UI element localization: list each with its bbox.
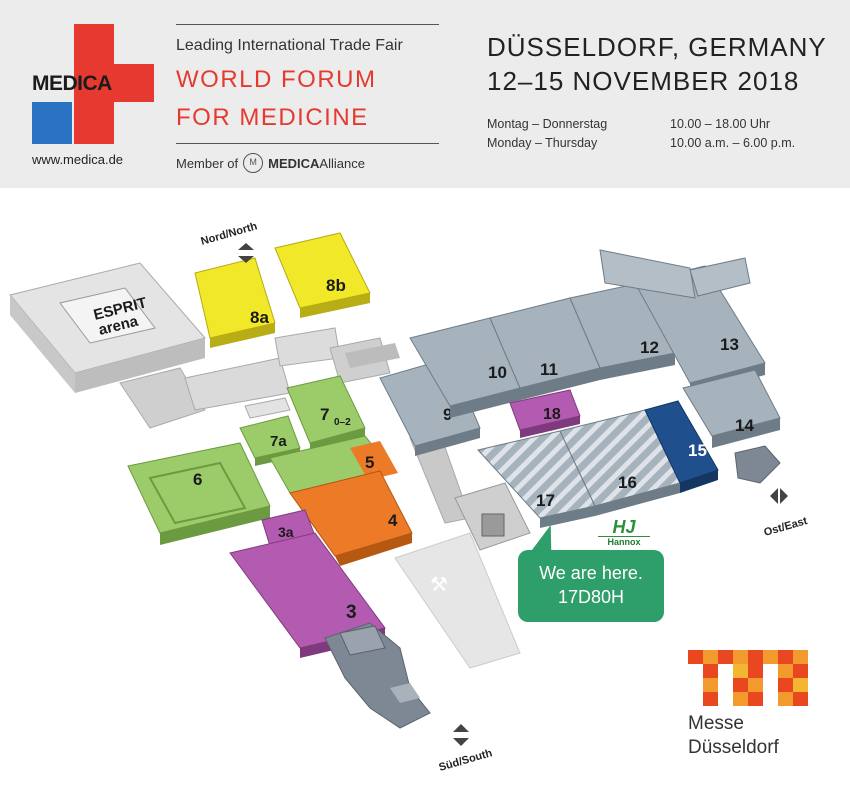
south-entrance[interactable] — [324, 622, 431, 729]
medica-logo[interactable]: MEDICA www.medica.de — [30, 24, 155, 174]
hannox-name: Hannox — [598, 536, 650, 547]
hall-10[interactable]: 10 — [409, 317, 521, 407]
hall-7a-label: 7a — [270, 433, 287, 450]
central-entrance[interactable] — [454, 482, 531, 551]
logo-blue-square — [32, 102, 72, 144]
event-city: DÜSSELDORF, GERMANY — [487, 32, 827, 62]
hall-9-label: 9 — [443, 405, 452, 424]
member-of: Member of M MEDICAAlliance — [176, 153, 365, 173]
booth-callout[interactable]: We are here. 17D80H — [518, 550, 664, 622]
exhibition-map: ESPRIT arena 8a 8b 7 0–2 7a 6 — [0, 188, 850, 790]
messe-name-line1: Messe — [688, 713, 744, 734]
forum-title-line2: FOR MEDICINE — [176, 104, 369, 131]
arrow-down-icon — [238, 256, 254, 263]
callout-booth-number: 17D80H — [557, 587, 625, 607]
tagline: Leading International Trade Fair — [176, 37, 403, 54]
construction-icon: ⚒ — [430, 572, 448, 596]
hall-12-label: 12 — [640, 338, 659, 357]
hall-8b-label: 8b — [326, 276, 346, 295]
walkway-7a — [244, 397, 291, 419]
hall-plan: ESPRIT arena 8a 8b 7 0–2 7a 6 — [9, 220, 810, 774]
hall-3a-label: 3a — [278, 524, 294, 540]
hall-6-label: 6 — [193, 470, 202, 489]
hall-15-label: 15 — [688, 441, 707, 460]
compass-north: Nord/North — [200, 220, 259, 263]
hall-11-label: 11 — [540, 360, 558, 379]
alliance-m-icon: M — [243, 153, 264, 173]
compass-east: Ost/East — [763, 488, 810, 539]
forum-title-line1: WORLD FORUM — [176, 66, 377, 93]
hall-16-label: 16 — [618, 473, 637, 492]
arrow-down-icon — [453, 738, 469, 746]
hall-7-sub-label: 0–2 — [334, 417, 351, 428]
arrow-right-icon — [780, 488, 788, 504]
block-13-upper — [689, 257, 751, 297]
event-dates: 12–15 NOVEMBER 2018 — [487, 66, 800, 96]
construction-area: ⚒ — [394, 532, 521, 669]
hall-4[interactable]: 4 — [289, 470, 413, 566]
hall-10-label: 10 — [488, 363, 507, 382]
header-divider-bottom — [176, 143, 439, 144]
messe-duesseldorf-logo[interactable]: Messe Düsseldorf — [688, 650, 810, 760]
hall-17-label: 17 — [536, 491, 555, 510]
logo-word: MEDICA — [32, 72, 112, 95]
hall-16[interactable]: 16 — [559, 409, 681, 516]
hannox-logo[interactable]: HJ Hannox — [598, 518, 650, 547]
header-divider-top — [176, 24, 439, 25]
hall-6[interactable]: 6 — [127, 442, 271, 545]
hall-3-label: 3 — [346, 602, 357, 623]
compass-south-label: Süd/South — [438, 747, 494, 774]
medica-url-link[interactable]: www.medica.de — [32, 152, 124, 167]
esprit-arena[interactable]: ESPRIT arena — [9, 262, 206, 393]
compass-north-label: Nord/North — [200, 220, 259, 248]
arrow-left-icon — [770, 488, 778, 504]
hall-8a-label: 8a — [250, 308, 269, 327]
hall-14[interactable]: 14 — [682, 369, 781, 448]
compass-east-label: Ost/East — [763, 515, 810, 539]
walkway-north — [274, 327, 341, 367]
hall-5-label: 5 — [365, 453, 374, 472]
hall-4-label: 4 — [388, 511, 398, 530]
hannox-mark: HJ — [612, 517, 636, 537]
compass-south: Süd/South — [438, 724, 494, 774]
callout-line1: We are here. — [539, 563, 643, 583]
alliance-name: MEDICAAlliance — [268, 155, 365, 171]
arrow-up-icon — [453, 724, 469, 732]
hall-7-label: 7 — [320, 405, 329, 424]
hall-14-label: 14 — [735, 416, 754, 435]
hall-18[interactable]: 18 — [509, 389, 581, 438]
logo-cross-horizontal — [74, 64, 154, 102]
east-entrance[interactable] — [734, 445, 781, 484]
hall-8a[interactable]: 8a — [194, 257, 276, 348]
hall-8b[interactable]: 8b — [274, 232, 371, 318]
member-prefix: Member of — [176, 155, 239, 171]
hall-15[interactable]: 15 — [644, 400, 719, 493]
walkway-link — [345, 343, 400, 368]
arrow-up-icon — [238, 243, 254, 250]
messe-pixel-mark — [688, 650, 810, 706]
block-12-upper — [599, 249, 696, 299]
hall-18-label: 18 — [543, 406, 561, 423]
messe-name-line2: Düsseldorf — [688, 737, 779, 758]
hall-13-label: 13 — [720, 335, 739, 354]
walkway-arena — [119, 367, 206, 429]
event-header: MEDICA www.medica.de Leading Internation… — [0, 0, 850, 188]
hall-11[interactable]: 11 — [450, 297, 601, 418]
